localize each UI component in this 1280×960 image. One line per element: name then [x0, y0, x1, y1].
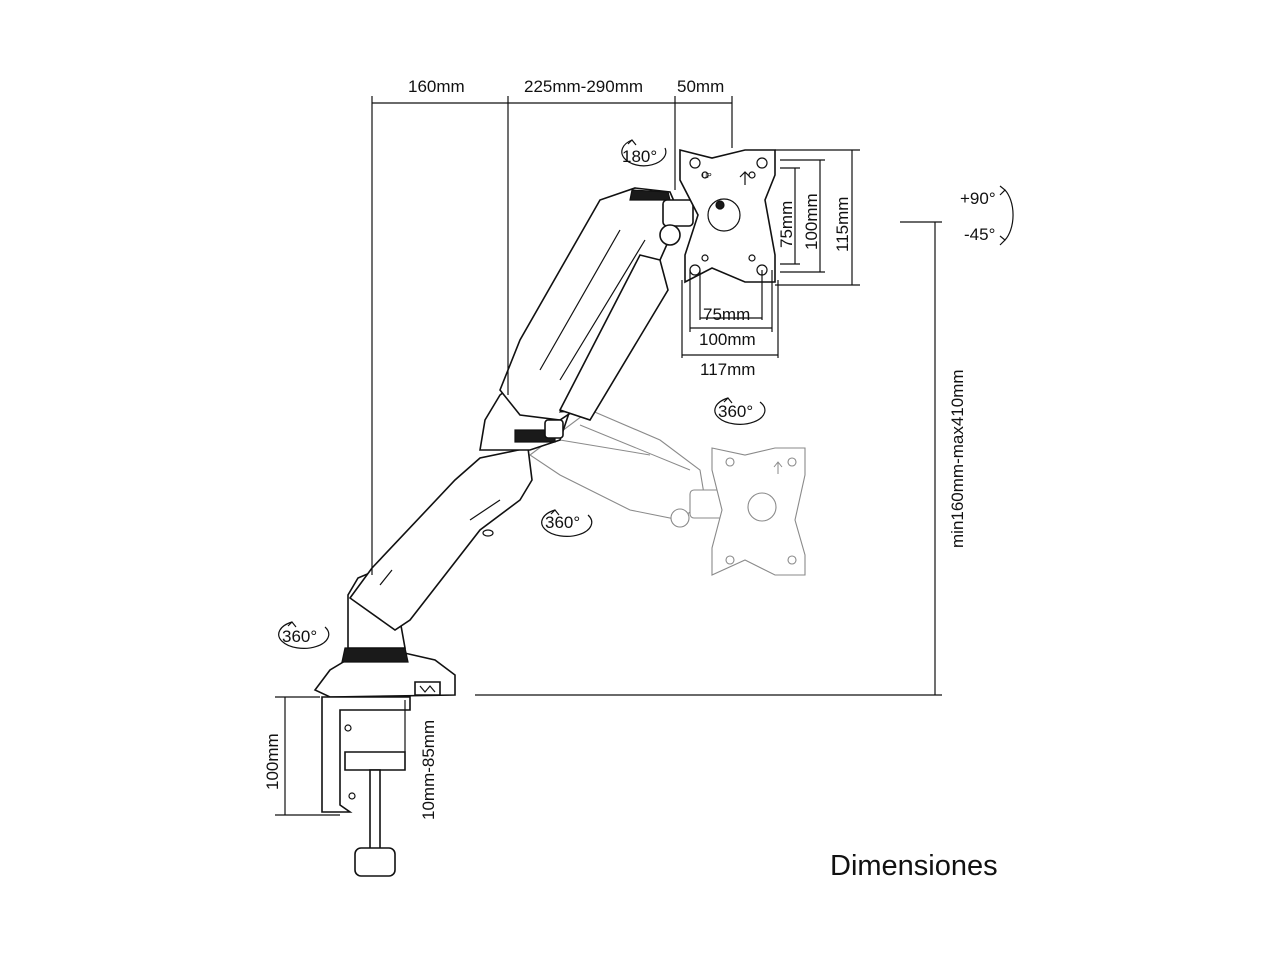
dim-vesa-h-75: 75mm: [703, 305, 750, 324]
rotate-arrow-icon: [1004, 189, 1014, 241]
rotate-arrow-icon: [541, 509, 593, 537]
monitor-arm: [313, 187, 694, 877]
ghost-arm-position: [529, 409, 806, 576]
dim-vesa-h-100: 100mm: [699, 330, 756, 349]
rotate-arrow-icon: [278, 621, 330, 649]
rot-tilt-up: +90°: [960, 189, 996, 208]
dim-plate-height: 115mm: [833, 197, 852, 252]
clamp-knob: [354, 847, 396, 877]
rot-base: 360°: [282, 627, 317, 646]
dim-tilt-head: 50mm: [677, 77, 724, 96]
rot-lower-arm: 360°: [545, 513, 580, 532]
dim-vesa-v-100: 100mm: [802, 193, 821, 250]
up-arrow-icon: [739, 171, 751, 185]
rot-tilt-down: -45°: [964, 225, 995, 244]
rotation-arrows: [278, 139, 1014, 649]
dimension-labels: 160mm 225mm-290mm 50mm 180° +90° -45° 36…: [263, 77, 998, 882]
rot-elbow: 360°: [718, 402, 753, 421]
dim-clamp-height: 100mm: [263, 733, 282, 790]
clamp-screw: [369, 769, 381, 851]
rotate-arrow-icon: [621, 139, 667, 167]
dim-plate-width: 117mm: [700, 360, 755, 379]
dim-height-range: min160mm-max410mm: [948, 369, 967, 548]
lower-arm: [348, 447, 533, 631]
dim-vesa-v-75: 75mm: [777, 201, 796, 248]
vesa-plate: UP: [679, 148, 776, 284]
rot-head-swivel: 180°: [622, 147, 657, 166]
tilt-head: [662, 199, 694, 227]
dim-base-offset: 160mm: [408, 77, 465, 96]
plate-up-label: UP: [702, 173, 712, 180]
dim-arm-reach: 225mm-290mm: [524, 77, 643, 96]
diagram-title: Dimensiones: [830, 850, 998, 882]
desk-clamp: [321, 696, 411, 813]
rotate-arrow-icon: [714, 397, 766, 425]
gas-spring: [558, 254, 669, 421]
dimension-lines: [275, 96, 942, 816]
dim-clamp-opening: 10mm-85mm: [419, 720, 438, 820]
